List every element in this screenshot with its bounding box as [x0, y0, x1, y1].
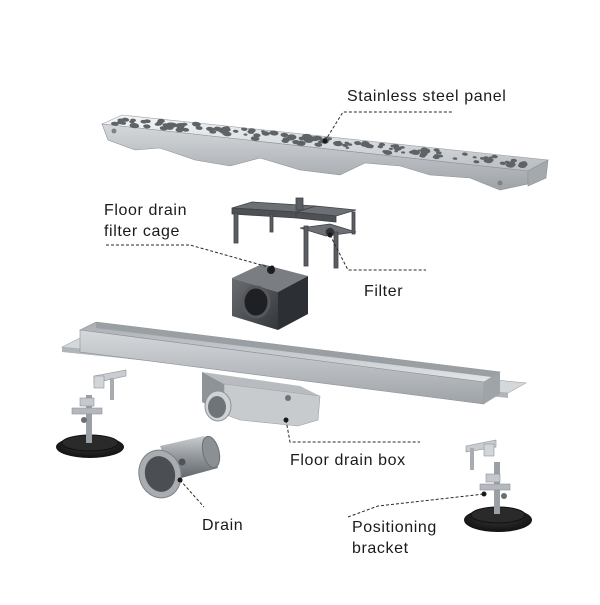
panel-hole — [292, 139, 301, 145]
panel-holes — [111, 117, 528, 169]
panel-hole — [333, 140, 343, 147]
panel-hole — [345, 146, 350, 149]
panel-hole — [517, 163, 527, 169]
panel-hole — [393, 146, 402, 151]
panel-hole — [390, 144, 396, 148]
panel-hole — [247, 130, 255, 134]
panel-hole — [435, 151, 442, 155]
panel-hole — [192, 121, 201, 127]
label-positioning-bracket: Positioning bracket — [352, 517, 437, 559]
positioning-bracket-icon — [56, 369, 127, 458]
panel-hole — [377, 145, 384, 149]
leader-stainless-panel — [324, 111, 452, 142]
panel-hole — [360, 142, 369, 147]
panel-hole — [310, 136, 319, 142]
label-text-line1: Positioning — [352, 519, 437, 536]
leader-dots — [177, 138, 487, 497]
panel-hole — [250, 136, 260, 141]
panel-hole — [181, 122, 188, 126]
leader-filter-cage — [106, 244, 273, 269]
label-text-line2: filter cage — [104, 223, 180, 240]
panel-hole — [175, 128, 184, 133]
label-text-line1: Floor drain — [104, 202, 188, 219]
leader-positioning-bracket — [347, 493, 485, 518]
panel-hole — [420, 150, 428, 155]
leader-floor-drain-box — [285, 419, 420, 443]
panel-hole — [491, 154, 498, 159]
panel-hole — [419, 154, 426, 158]
panel-hole — [182, 127, 190, 132]
panel-hole — [144, 119, 151, 124]
panel-hole — [154, 122, 160, 126]
panel-hole — [354, 141, 362, 146]
label-text: Filter — [364, 283, 404, 300]
panel-hole — [302, 133, 312, 140]
filter-icon — [232, 264, 308, 330]
panel-hole — [433, 148, 440, 152]
panel-hole — [472, 156, 477, 159]
panel-hole — [369, 146, 374, 149]
label-floor-drain-box: Floor drain box — [290, 450, 406, 471]
panel-hole — [388, 147, 393, 151]
panel-hole — [241, 127, 248, 131]
leader-drain — [179, 479, 205, 508]
label-filter: Filter — [364, 281, 403, 302]
label-text: Floor drain box — [290, 452, 406, 469]
panel-hole — [119, 121, 127, 125]
panel-hole — [462, 152, 468, 156]
label-text: Stainless steel panel — [347, 88, 507, 105]
panel-hole — [269, 130, 279, 136]
label-drain: Drain — [202, 515, 243, 536]
leader-filter — [329, 234, 426, 271]
panel-hole — [221, 126, 231, 132]
panel-hole — [314, 142, 323, 147]
panel-hole — [253, 133, 261, 138]
panel-hole — [434, 154, 439, 157]
panel-hole — [347, 143, 353, 146]
panel-hole — [383, 150, 393, 155]
drain-pipe-icon — [138, 435, 221, 499]
floor-drain-box-icon — [60, 321, 527, 427]
panel-hole — [214, 127, 221, 131]
panel-hole — [394, 150, 398, 153]
panel-hole — [232, 129, 239, 133]
panel-hole — [342, 143, 349, 148]
panel-hole — [437, 154, 444, 158]
panel-hole — [417, 149, 422, 152]
panel-hole — [167, 122, 172, 126]
panel-hole — [280, 132, 289, 138]
panel-hole — [473, 160, 480, 164]
filter-cage-icon — [231, 197, 357, 269]
panel-hole — [129, 122, 140, 129]
panel-hole — [506, 161, 516, 167]
panel-hole — [410, 149, 420, 155]
panel-hole — [287, 135, 296, 140]
panel-hole — [421, 147, 428, 151]
panel-hole — [129, 120, 135, 124]
positioning-bracket-icon — [464, 439, 532, 532]
panel-hole — [195, 126, 203, 130]
panel-hole — [499, 161, 506, 166]
panel-hole — [206, 126, 215, 132]
panel-hole — [243, 133, 248, 136]
panel-hole — [111, 121, 119, 126]
stainless-panel-icon — [100, 114, 549, 191]
panel-hole — [483, 158, 493, 164]
panel-hole — [261, 131, 270, 136]
panel-hole — [281, 139, 289, 144]
leader-lines — [106, 111, 485, 518]
label-text-line2: bracket — [352, 540, 409, 557]
panel-hole — [344, 141, 350, 145]
panel-hole — [452, 157, 458, 160]
panel-hole — [401, 151, 406, 154]
panel-hole — [301, 141, 306, 145]
label-floor-drain-filter-cage: Floor drain filter cage — [104, 200, 187, 242]
panel-hole — [144, 125, 150, 129]
panel-hole — [209, 130, 215, 134]
label-stainless-steel-panel: Stainless steel panel — [347, 86, 506, 107]
label-text: Drain — [202, 517, 244, 534]
